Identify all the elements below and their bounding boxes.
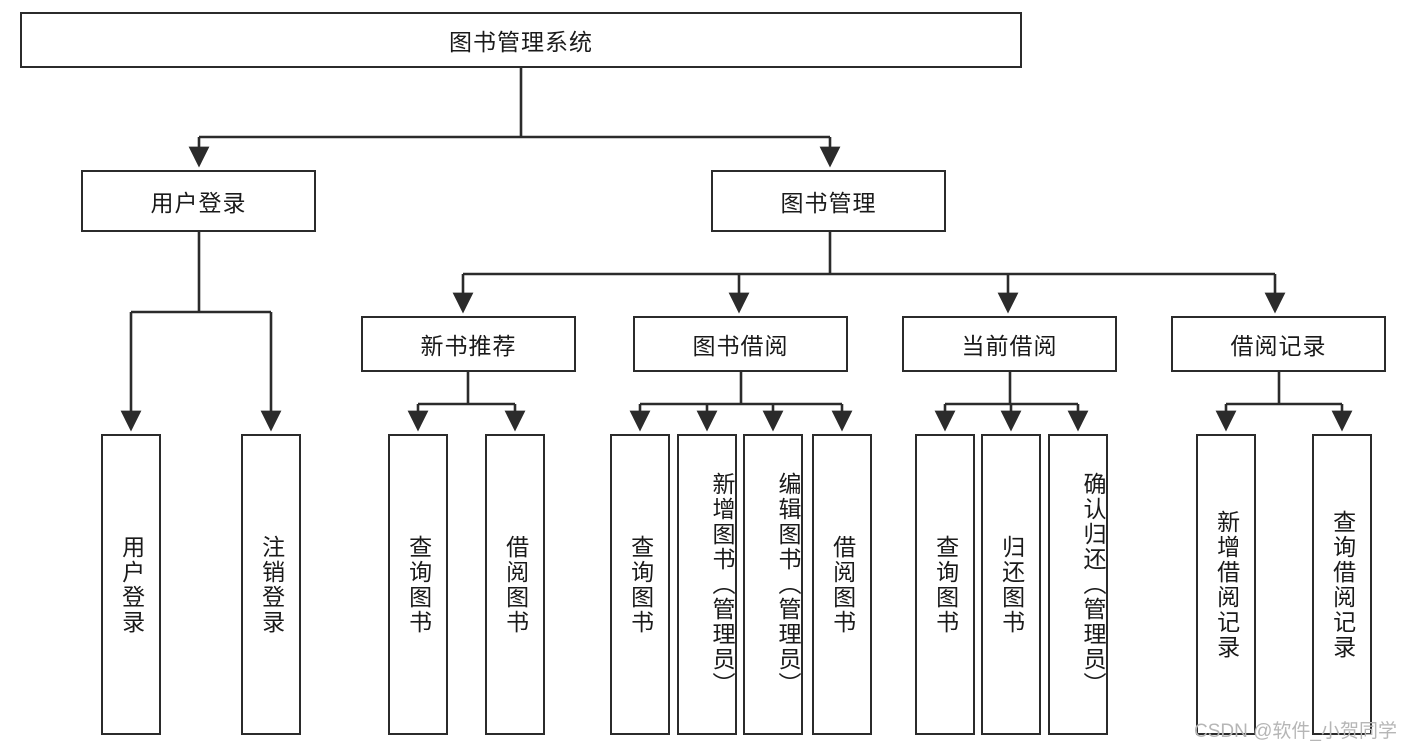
leaf-add-book[interactable]: 新增图书（管理员） <box>677 434 737 735</box>
leaf-query-book-2[interactable]: 查询图书 <box>610 434 670 735</box>
node-book-manage-label: 图书管理 <box>780 190 877 216</box>
leaf-return-book[interactable]: 归还图书 <box>981 434 1041 735</box>
leaf-edit-book[interactable]: 编辑图书（管理员） <box>743 434 803 735</box>
node-new-book-recommend[interactable]: 新书推荐 <box>361 316 576 372</box>
leaf-query-record-label: 查询借阅记录 <box>1329 509 1356 660</box>
node-book-manage[interactable]: 图书管理 <box>711 170 946 232</box>
node-current-borrow[interactable]: 当前借阅 <box>902 316 1117 372</box>
leaf-add-record[interactable]: 新增借阅记录 <box>1196 434 1256 735</box>
leaf-confirm-return-label: 确认归还（管理员） <box>1080 472 1106 697</box>
node-user-login-label: 用户登录 <box>150 190 247 216</box>
leaf-user-login[interactable]: 用户登录 <box>101 434 161 735</box>
node-borrow-record[interactable]: 借阅记录 <box>1171 316 1386 372</box>
node-borrow-record-label: 借阅记录 <box>1230 333 1327 359</box>
leaf-user-logout[interactable]: 注销登录 <box>241 434 301 735</box>
node-root[interactable]: 图书管理系统 <box>20 12 1022 68</box>
leaf-add-book-label: 新增图书（管理员） <box>709 472 735 697</box>
leaf-user-login-label: 用户登录 <box>118 534 145 635</box>
leaf-return-book-label: 归还图书 <box>998 534 1025 635</box>
leaf-user-logout-label: 注销登录 <box>258 534 285 635</box>
leaf-query-record[interactable]: 查询借阅记录 <box>1312 434 1372 735</box>
node-book-borrow[interactable]: 图书借阅 <box>633 316 848 372</box>
leaf-query-book-1[interactable]: 查询图书 <box>388 434 448 735</box>
leaf-query-book-1-label: 查询图书 <box>405 534 432 635</box>
node-book-borrow-label: 图书借阅 <box>692 333 789 359</box>
leaf-borrow-book-1[interactable]: 借阅图书 <box>485 434 545 735</box>
node-root-label: 图书管理系统 <box>449 29 593 55</box>
node-new-book-recommend-label: 新书推荐 <box>420 333 517 359</box>
leaf-borrow-book-2-label: 借阅图书 <box>829 534 856 635</box>
leaf-borrow-book-1-label: 借阅图书 <box>502 534 529 635</box>
leaf-query-book-3-label: 查询图书 <box>932 534 959 635</box>
watermark-text: CSDN @软件_小贺同学 <box>1194 721 1397 742</box>
leaf-query-book-3[interactable]: 查询图书 <box>915 434 975 735</box>
node-current-borrow-label: 当前借阅 <box>961 333 1058 359</box>
leaf-add-record-label: 新增借阅记录 <box>1213 509 1240 660</box>
leaf-query-book-2-label: 查询图书 <box>627 534 654 635</box>
leaf-edit-book-label: 编辑图书（管理员） <box>775 472 801 697</box>
leaf-confirm-return[interactable]: 确认归还（管理员） <box>1048 434 1108 735</box>
node-user-login[interactable]: 用户登录 <box>81 170 316 232</box>
leaf-borrow-book-2[interactable]: 借阅图书 <box>812 434 872 735</box>
